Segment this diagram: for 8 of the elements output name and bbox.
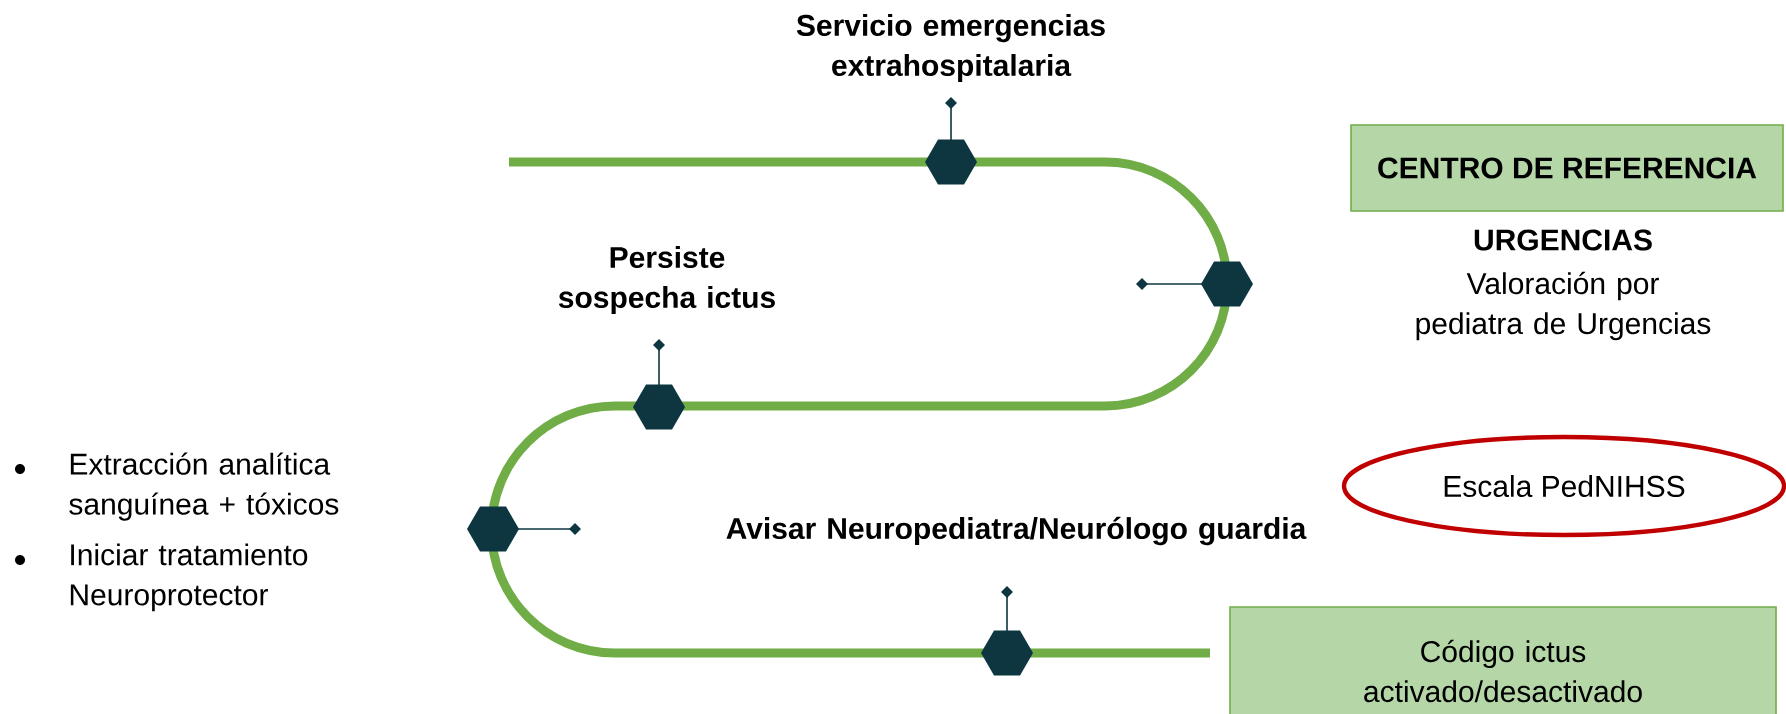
bullet-item: Extracción analítica sanguínea + tóxicos [69,452,339,521]
bullet-item: Iniciar tratamiento Neuroprotector [70,543,308,612]
heading: Servicio emergencias extrahospitalaria [796,14,1105,82]
heading: Persiste sospecha ictus [558,246,775,314]
heading: Avisar Neuropediatra/Neurólogo guardia [726,516,1307,546]
title-box: CENTRO DE REFERENCIA [1350,124,1784,212]
status-box: Código ictus activado/desactivado [1229,606,1777,714]
description: Valoración por pediatra de Urgencias [1416,271,1711,341]
